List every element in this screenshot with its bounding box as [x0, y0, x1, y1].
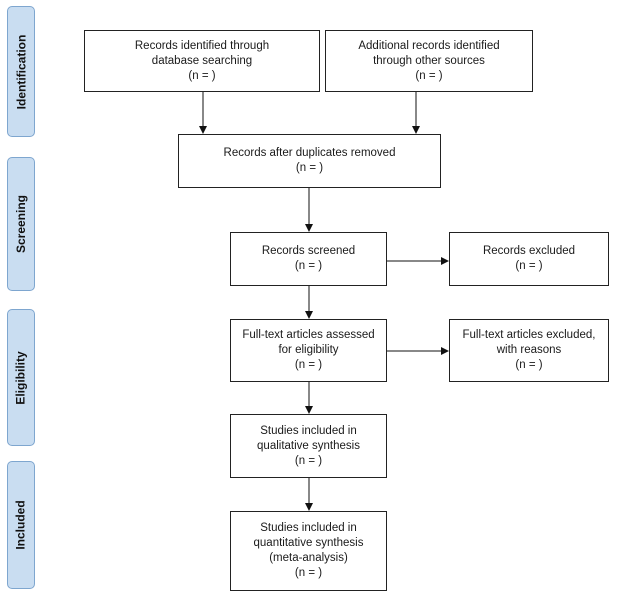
box-records-screened: Records screened (n = ): [230, 232, 387, 286]
phase-eligibility: Eligibility: [7, 309, 35, 446]
box-duplicates-removed: Records after duplicates removed (n = ): [178, 134, 441, 188]
phase-included: Included: [7, 461, 35, 589]
phase-screening: Screening: [7, 157, 35, 291]
box-records-excluded: Records excluded (n = ): [449, 232, 609, 286]
box-qualitative-synthesis: Studies included in qualitative synthesi…: [230, 414, 387, 478]
phase-identification: Identification: [7, 6, 35, 137]
box-quantitative-synthesis: Studies included in quantitative synthes…: [230, 511, 387, 591]
box-fulltext-excluded: Full-text articles excluded, with reason…: [449, 319, 609, 382]
box-database-searching: Records identified through database sear…: [84, 30, 320, 92]
box-other-sources: Additional records identified through ot…: [325, 30, 533, 92]
box-fulltext-assessed: Full-text articles assessed for eligibil…: [230, 319, 387, 382]
